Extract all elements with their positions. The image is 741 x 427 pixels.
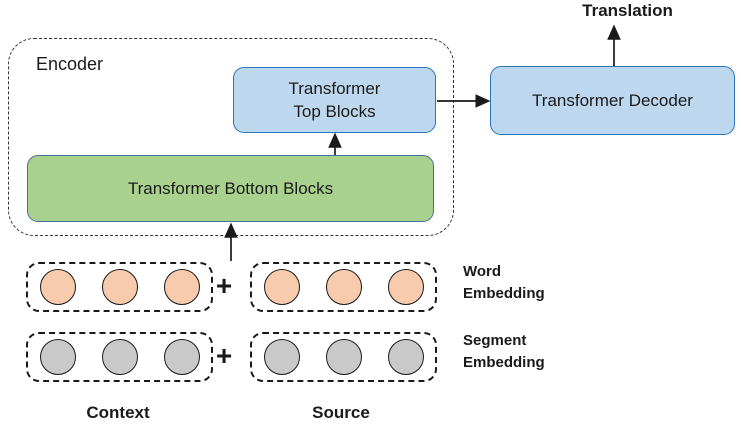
transformer-decoder-box: Transformer Decoder: [490, 66, 735, 135]
word-embedding-label: Word Embedding: [463, 263, 545, 302]
context-word-embedding-box: [26, 262, 213, 312]
word-embedding-circle: [39, 269, 76, 305]
word-embedding-circle: [263, 269, 300, 305]
segment-embedding-circle: [163, 339, 200, 375]
word-embedding-circle: [101, 269, 138, 305]
plus-sign-segment-row: +: [215, 340, 233, 371]
transformer-bottom-blocks-label: Transformer Bottom Blocks: [127, 179, 334, 198]
transformer-top-blocks-label: Transformer Top Blocks: [288, 79, 381, 121]
context-label: Context: [86, 403, 150, 422]
word-embedding-circle: [163, 269, 200, 305]
source-segment-embedding-box: [250, 332, 437, 382]
segment-embedding-circle: [101, 339, 138, 375]
word-embedding-circle: [325, 269, 362, 305]
context-segment-embedding-box: [26, 332, 213, 382]
segment-embedding-label: Segment Embedding: [463, 332, 545, 371]
segment-embedding-circle: [325, 339, 362, 375]
source-word-embedding-box: [250, 262, 437, 312]
transformer-decoder-label: Transformer Decoder: [532, 91, 693, 110]
transformer-top-blocks-box: Transformer Top Blocks: [233, 67, 436, 133]
encoder-label: Encoder: [36, 54, 104, 74]
segment-embedding-circle: [39, 339, 76, 375]
translation-label: Translation: [582, 1, 673, 20]
source-label: Source: [312, 403, 370, 422]
transformer-bottom-blocks-box: Transformer Bottom Blocks: [27, 155, 434, 222]
segment-embedding-circle: [387, 339, 424, 375]
segment-embedding-circle: [263, 339, 300, 375]
word-embedding-circle: [387, 269, 424, 305]
plus-sign-word-row: +: [215, 270, 233, 301]
